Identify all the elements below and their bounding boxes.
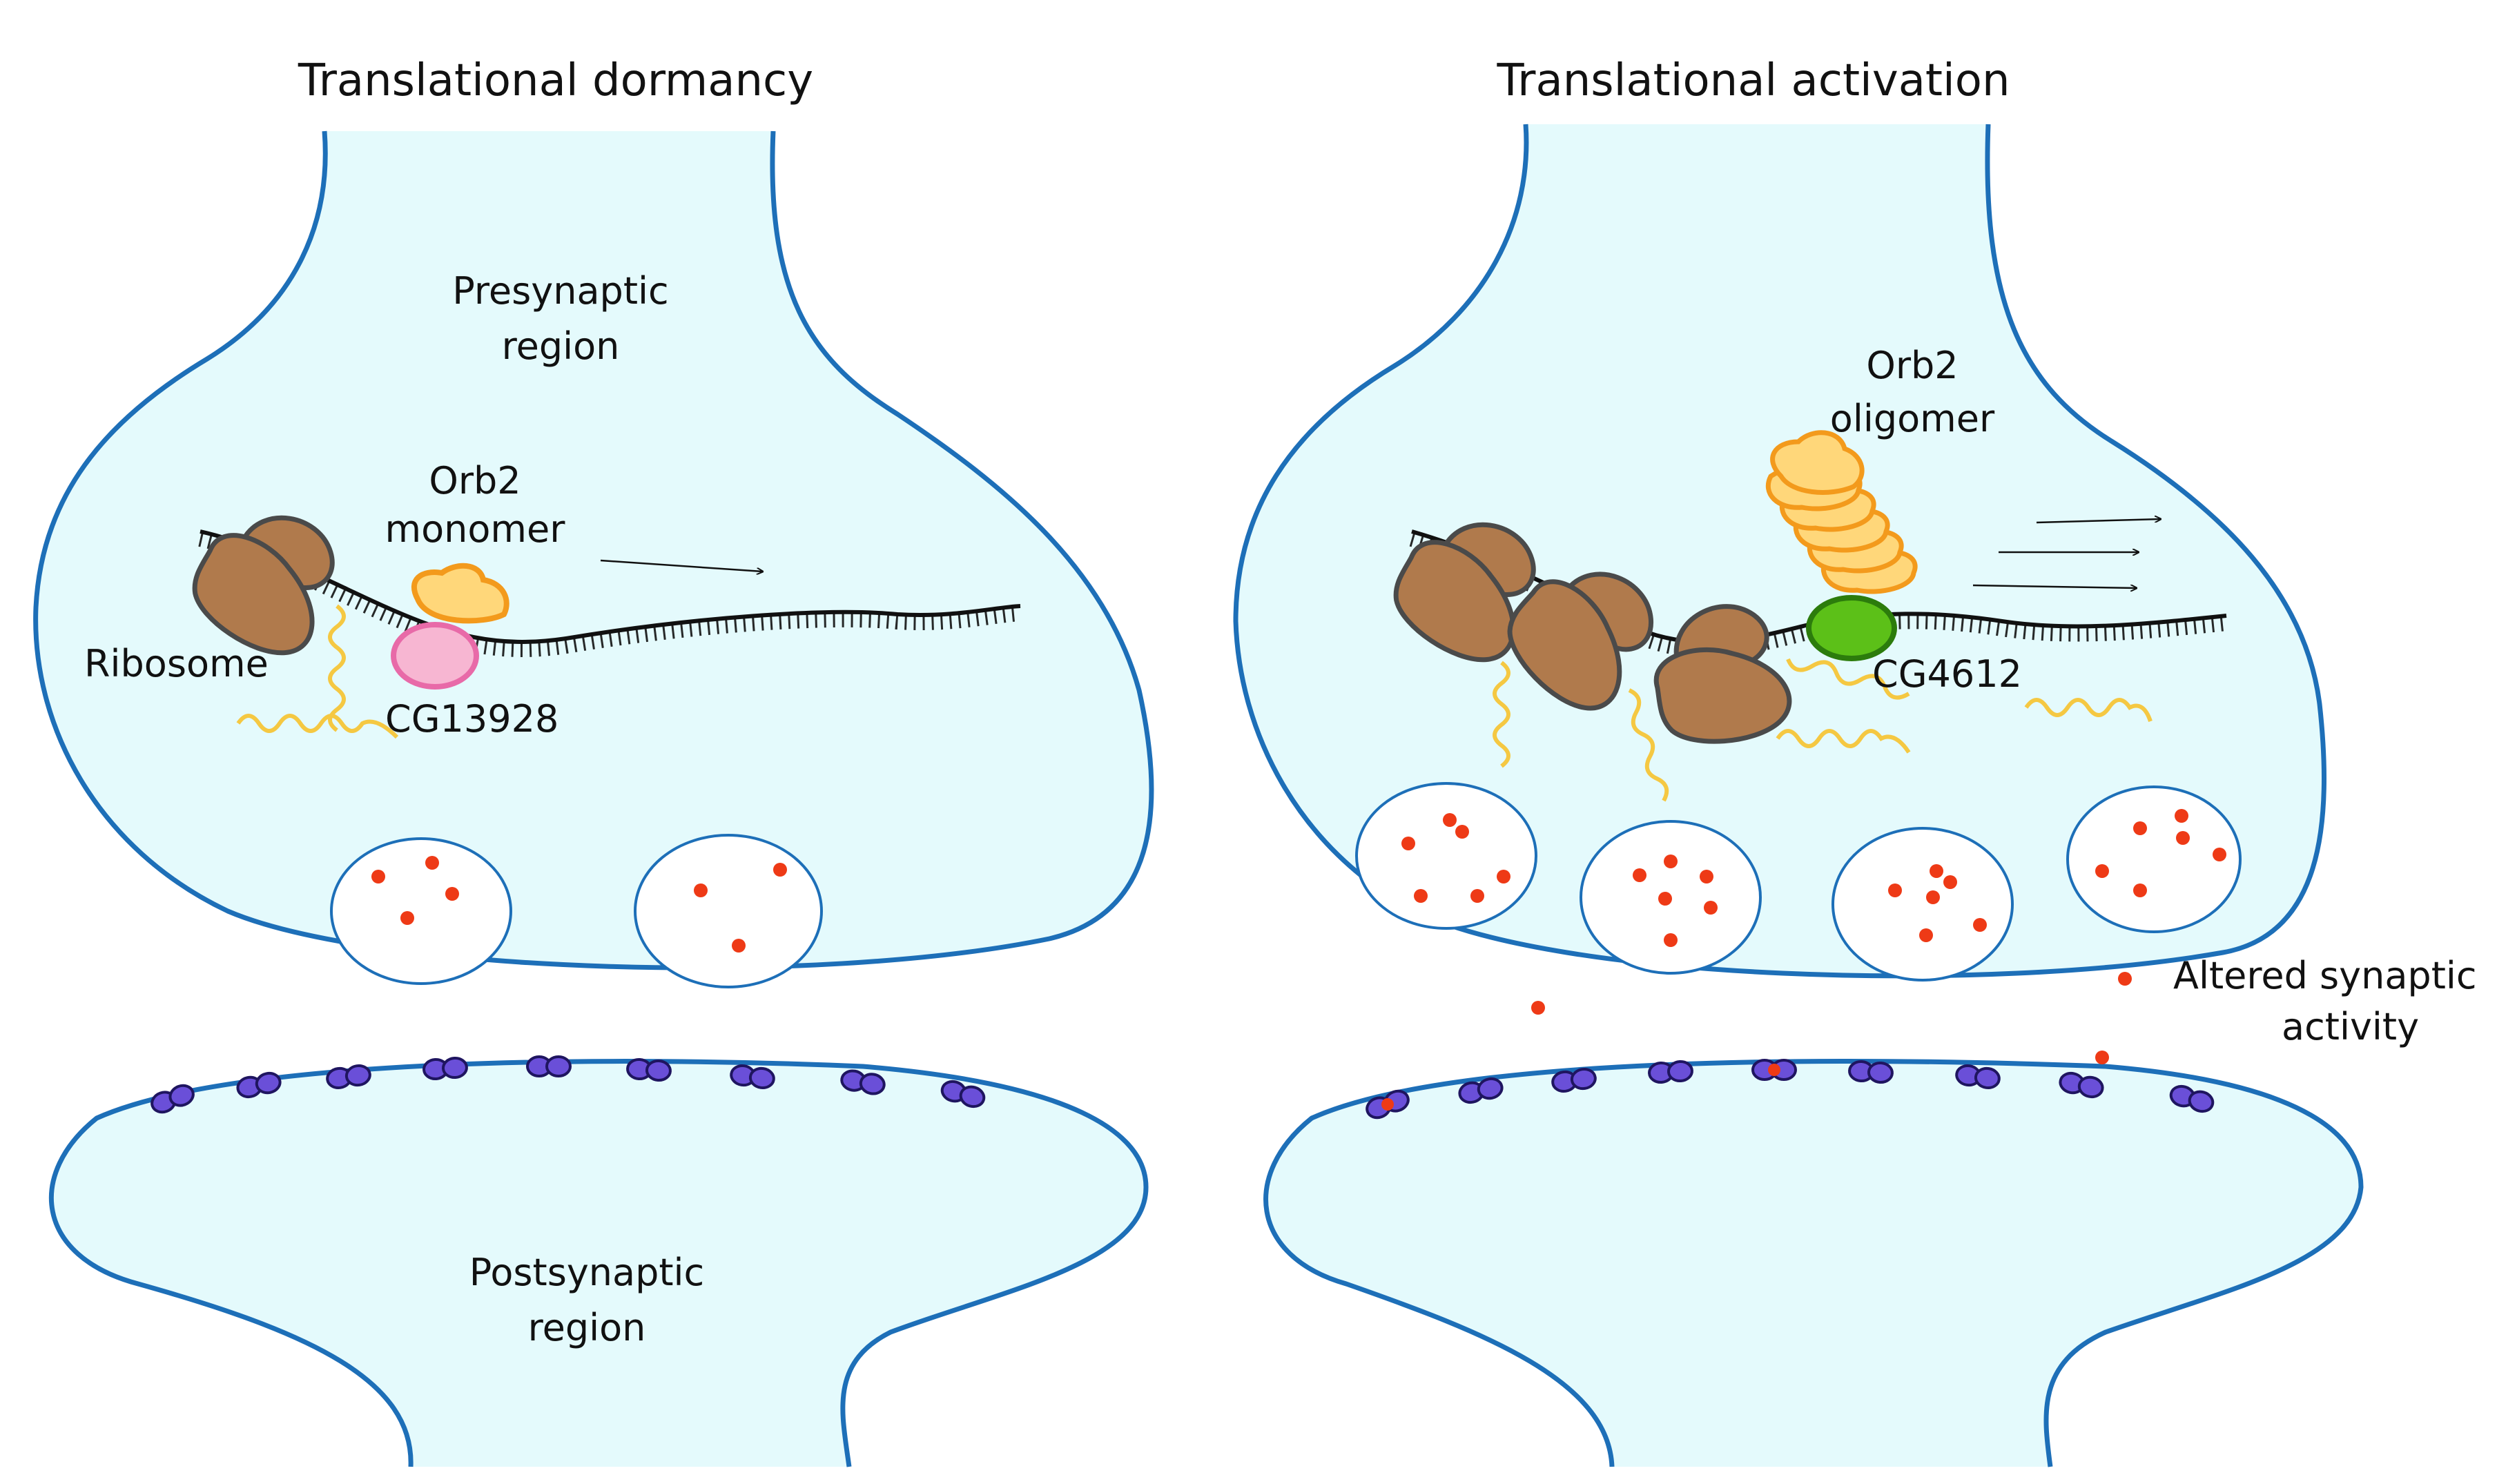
translation-arrow-left: [600, 559, 763, 572]
presynaptic-label-line2: region: [502, 324, 620, 368]
ribosome-left: [192, 515, 335, 656]
cg13928-protein: [391, 622, 479, 690]
translation-arrow-right-3: [1972, 584, 2137, 588]
mrna-bases-left: [198, 530, 1021, 657]
panel-title-activation: Translational activation: [1496, 55, 2010, 106]
receptor: [730, 1064, 775, 1090]
postsynaptic-label-line1: Postsynaptic: [469, 1251, 705, 1294]
panel-title-dormancy: Translational dormancy: [298, 55, 813, 106]
panel-activation: Translational activation CG4612: [1233, 55, 2477, 1467]
receptors-right: [1366, 1059, 2215, 1120]
peptide-chain-right-4: [1776, 729, 1911, 754]
panel-dormancy: Translational dormancy Presynaptic regio…: [33, 55, 1154, 1467]
neurotransmitters-right: [1401, 809, 2226, 1064]
receptor: [1648, 1060, 1693, 1084]
orb2-oligomer-label-line2: oligomer: [1830, 397, 1995, 440]
ribosome-label: Ribosome: [84, 642, 269, 685]
vesicle-left-1: [330, 837, 512, 985]
cg4612-label: CG4612: [1872, 652, 2022, 696]
receptors-left: [150, 1055, 986, 1114]
orb2-monomer: [411, 563, 509, 624]
bound-neurotransmitter: [1768, 1064, 1780, 1076]
presynaptic-label-line1: Presynaptic: [452, 269, 668, 313]
vesicle-right-1: [1355, 782, 1537, 930]
neurotransmitters-left: [371, 856, 787, 953]
postsynaptic-terminal-left: [48, 1059, 1149, 1467]
vesicle-left-2: [634, 834, 823, 988]
orb2-monomer-label-line2: monomer: [385, 507, 566, 551]
receptor: [422, 1057, 468, 1080]
peptide-chain-right-2: [1628, 688, 1669, 802]
altered-activity-label-line2: activity: [2282, 1005, 2419, 1048]
cg13928-label: CG13928: [385, 697, 558, 741]
receptor: [626, 1058, 672, 1082]
postsynaptic-label-line2: region: [528, 1306, 646, 1349]
vesicle-right-3: [1832, 827, 2014, 982]
receptor: [1458, 1077, 1504, 1104]
orb2-monomer-label-line1: Orb2: [429, 459, 521, 502]
altered-activity-label-line1: Altered synaptic: [2173, 954, 2477, 997]
receptor: [1366, 1089, 1410, 1120]
receptor: [840, 1069, 886, 1095]
cg4612-protein: [1806, 595, 1897, 661]
receptor: [1751, 1059, 1797, 1081]
ribosome-right-1: [1393, 522, 1536, 663]
receptor: [1551, 1067, 1597, 1093]
receptor: [526, 1055, 572, 1077]
receptor: [2169, 1084, 2215, 1113]
receptor: [326, 1064, 371, 1090]
translation-arrow-right-1: [2036, 519, 2161, 524]
receptor: [940, 1080, 986, 1109]
peptide-chain-right-5: [2024, 698, 2153, 723]
receptor: [2059, 1071, 2104, 1099]
receptor: [1955, 1064, 2001, 1090]
presynaptic-terminal-left: [33, 130, 1154, 970]
ribosome-right-3: [1653, 604, 1792, 744]
receptor: [150, 1084, 195, 1114]
receptor: [1848, 1060, 1894, 1084]
vesicle-right-4: [2066, 785, 2242, 933]
bound-neurotransmitter: [1381, 1098, 1394, 1111]
peptide-chain-right-1: [1493, 661, 1510, 768]
ribosome-right-2: [1507, 572, 1653, 711]
orb2-oligomer: [1765, 430, 1918, 594]
orb2-oligomer-label-line1: Orb2: [1866, 344, 1958, 387]
receptor: [236, 1071, 282, 1099]
peptide-chain-right-3: [1786, 658, 1910, 700]
postsynaptic-terminal-right: [1263, 1059, 2364, 1467]
peptide-chain-left-2: [236, 714, 399, 739]
peptide-chain-left-1: [328, 604, 346, 732]
